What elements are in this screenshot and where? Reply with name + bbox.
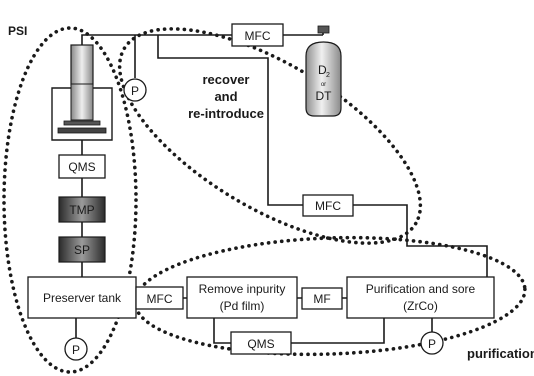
- mfc-bottom-left: MFC: [135, 286, 184, 310]
- cylinder-label-dt: DT: [316, 89, 333, 103]
- scroll-pump: SP: [58, 236, 106, 263]
- qms-left: QMS: [58, 154, 106, 179]
- pressure-gauge-purification-label: P: [428, 337, 436, 351]
- pressure-gauge-tank-label: P: [72, 343, 80, 357]
- turbo-molecular-pump: TMP: [58, 196, 106, 223]
- cylinder-label-d: D: [318, 63, 327, 77]
- pressure-gauge-tank: P: [64, 337, 88, 361]
- mfc-top: MFC: [231, 23, 284, 47]
- purification-region-outline: [133, 235, 527, 357]
- purification-store-label-2: (ZrCo): [403, 299, 438, 313]
- recover-label-line-1: recover: [203, 72, 250, 87]
- psi-label: PSI: [8, 24, 27, 38]
- mf-label: MF: [313, 292, 330, 306]
- recover-label-line-2: and: [214, 89, 237, 104]
- remove-impurity-label-2: (Pd film): [220, 299, 265, 313]
- mfc-middle: MFC: [302, 194, 354, 217]
- pipe-recover-branch: [157, 35, 303, 206]
- pipe-mfc-to-purification: [353, 204, 488, 278]
- preserver-tank-label: Preserver tank: [43, 291, 122, 305]
- remove-impurity-unit: Remove inpurity (Pd film): [186, 276, 298, 319]
- qms-bottom: QMS: [230, 331, 292, 355]
- qms-bottom-label: QMS: [247, 337, 274, 351]
- purification-store-unit: Purification and sore (ZrCo): [346, 276, 495, 319]
- remove-impurity-label-1: Remove inpurity: [199, 282, 286, 296]
- tmp-label: TMP: [69, 203, 94, 217]
- mfc-bottom-left-label: MFC: [147, 292, 173, 306]
- pipe-top-header: [81, 34, 232, 48]
- mf-filter: MF: [301, 287, 343, 310]
- qms-left-label: QMS: [68, 160, 95, 174]
- purification-store-label-1: Purification and sore: [366, 282, 476, 296]
- preserver-tank: Preserver tank: [27, 276, 137, 319]
- mfc-top-label: MFC: [245, 29, 271, 43]
- pipe-network: [75, 26, 488, 344]
- psi-region-outline: [2, 26, 138, 374]
- mfc-middle-label: MFC: [315, 199, 341, 213]
- gas-cylinder: D 2 or DT: [305, 25, 342, 117]
- pipe-qms-purification: [291, 318, 385, 344]
- pressure-gauge-purification: P: [420, 331, 444, 355]
- purification-region-label: purification: [467, 346, 534, 361]
- cylinder-label-or: or: [321, 82, 326, 88]
- sp-label: SP: [74, 243, 90, 257]
- recover-label: recover and re-introduce: [188, 72, 264, 121]
- psi-chamber: [51, 44, 113, 141]
- recover-label-line-3: re-introduce: [188, 106, 264, 121]
- pressure-gauge-top: P: [123, 78, 147, 102]
- pipe-impurity-qms: [213, 318, 231, 344]
- pressure-gauge-top-label: P: [131, 84, 139, 98]
- cylinder-label-sub: 2: [326, 72, 330, 79]
